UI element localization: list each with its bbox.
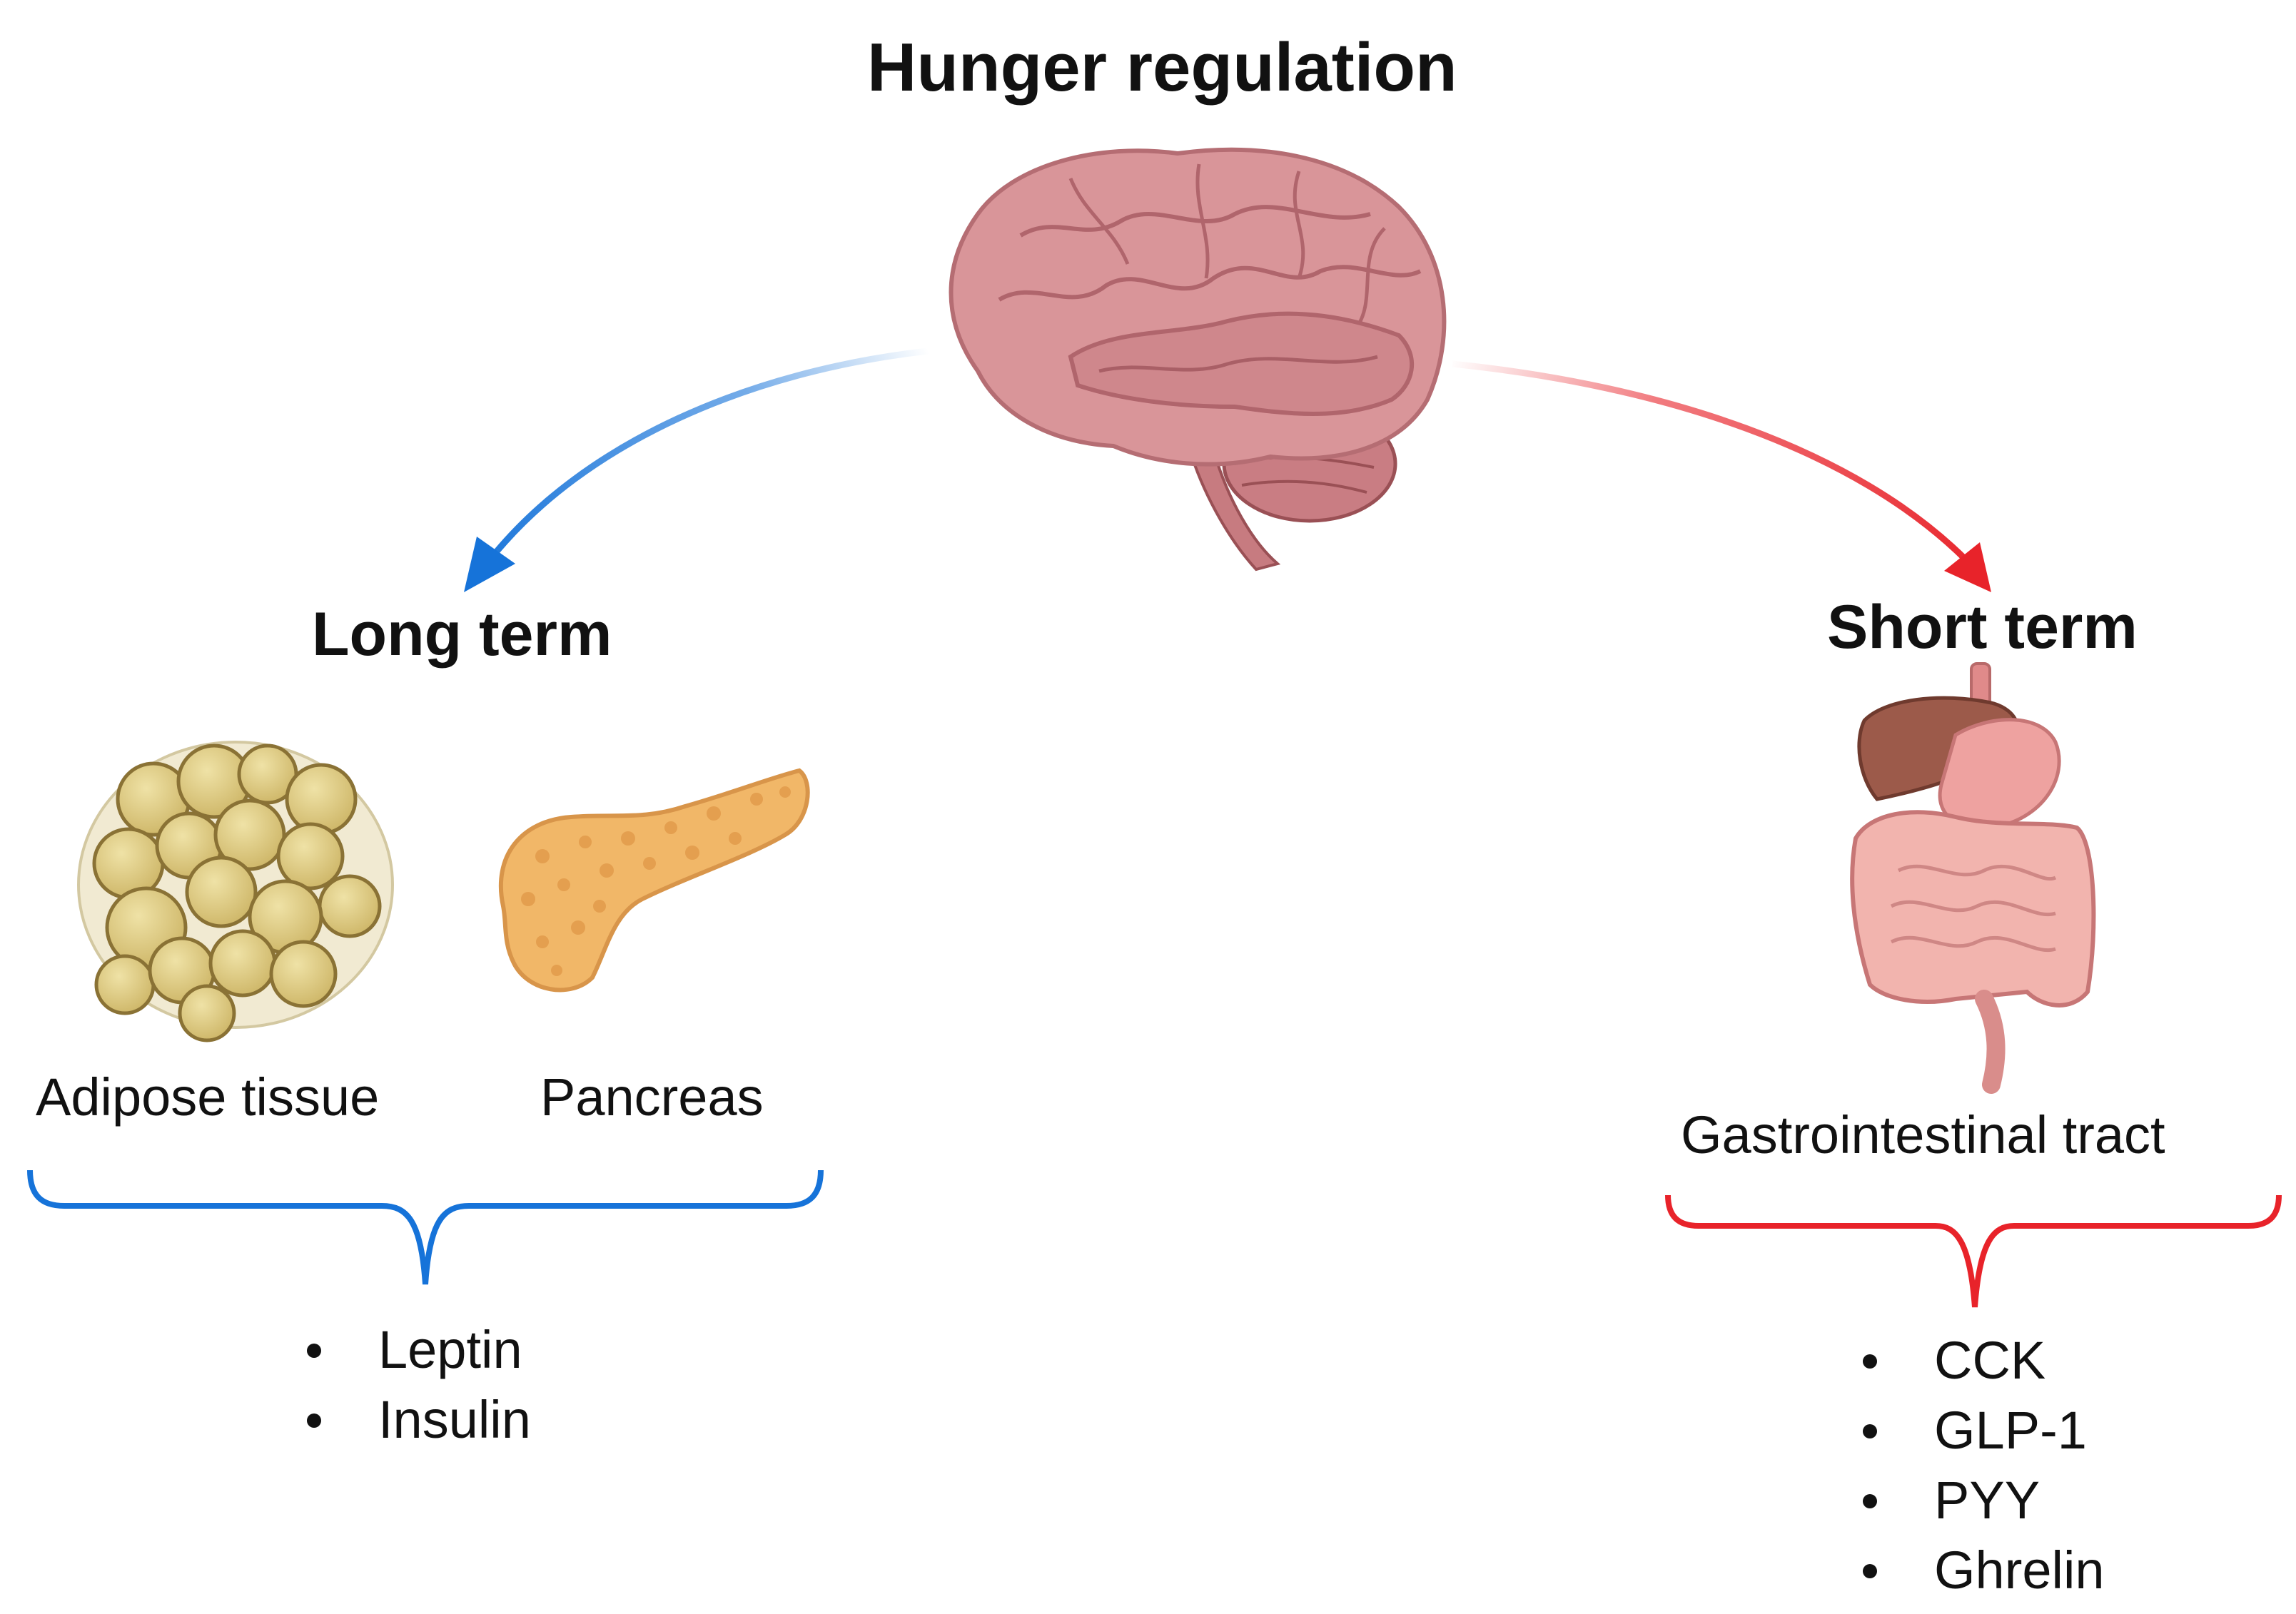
long-term-hormone-list: Leptin Insulin (307, 1315, 531, 1455)
brain-icon (949, 147, 1447, 572)
hormone-insulin: Insulin (307, 1385, 531, 1455)
long-term-heading: Long term (312, 600, 612, 669)
hormone-glp-1: GLP-1 (1863, 1396, 2105, 1466)
long-term-arrow (464, 347, 929, 592)
short-term-hormone-list: CCK GLP-1 PYY Ghrelin (1863, 1326, 2105, 1605)
pancreas-icon (498, 768, 810, 993)
diagram-title: Hunger regulation (867, 29, 1457, 106)
long-term-brace (27, 1169, 824, 1285)
hormone-pyy: PYY (1863, 1466, 2105, 1536)
short-term-brace (1665, 1194, 2282, 1308)
gastrointestinal-tract-label: Gastrointestinal tract (1681, 1105, 2165, 1164)
hormone-leptin: Leptin (307, 1315, 531, 1385)
short-term-heading: Short term (1827, 593, 2138, 661)
short-term-arrow (1452, 360, 1991, 592)
gastrointestinal-tract-icon (1850, 662, 2096, 1094)
adipose-tissue-icon (77, 741, 394, 1042)
pancreas-label: Pancreas (540, 1067, 764, 1127)
hormone-cck: CCK (1863, 1326, 2105, 1396)
adipose-tissue-label: Adipose tissue (36, 1067, 380, 1127)
hormone-ghrelin: Ghrelin (1863, 1536, 2105, 1605)
